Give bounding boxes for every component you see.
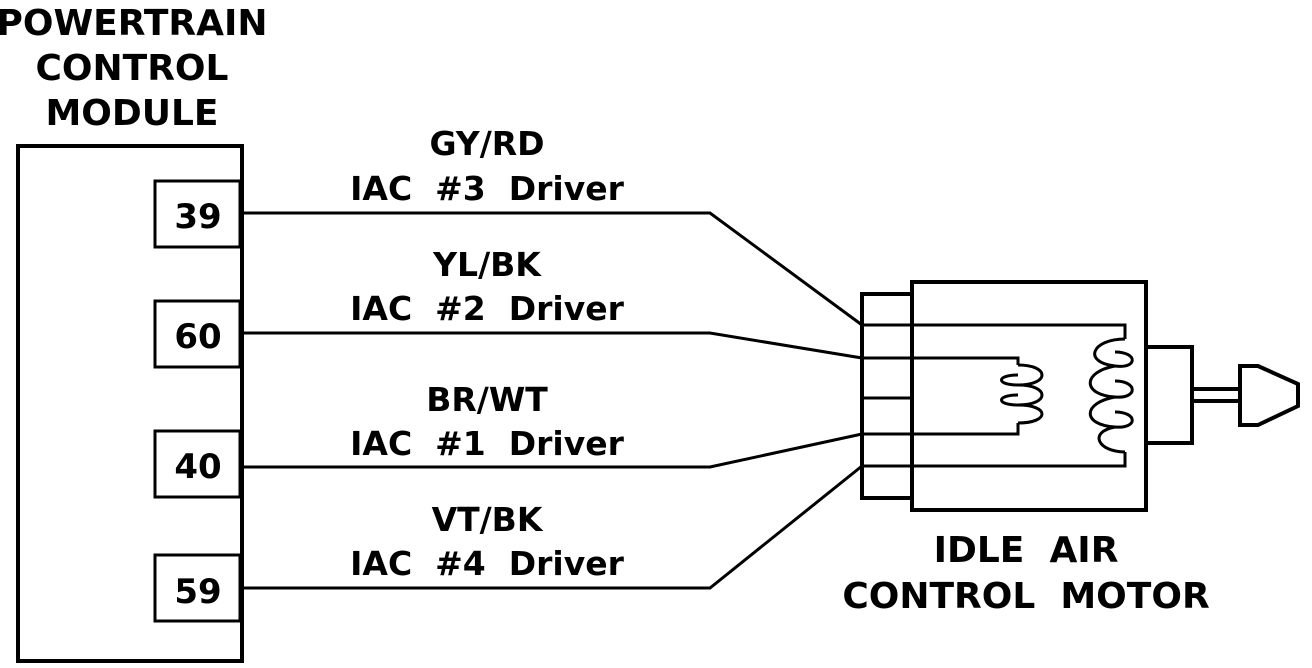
pin-number-59: 59	[174, 572, 221, 612]
wire-function-60: IAC #2 Driver	[350, 289, 624, 328]
motor-label-line-2: CONTROL MOTOR	[842, 576, 1209, 617]
wire-40	[242, 432, 863, 469]
wire-function-59: IAC #4 Driver	[350, 544, 624, 583]
coil-icon	[1088, 337, 1134, 454]
motor-label-line-1: IDLE AIR	[934, 530, 1119, 571]
wire-function-40: IAC #1 Driver	[350, 424, 624, 463]
pin-number-39: 39	[174, 197, 221, 237]
pcm-title-line-1: POWERTRAIN	[0, 3, 268, 44]
wire-color-40: BR/WT	[426, 380, 548, 419]
pcm-title-line-2: CONTROL	[36, 48, 229, 89]
pcm-box	[16, 144, 244, 663]
pin-40: 40	[153, 429, 242, 499]
pintle-icon	[1238, 364, 1300, 427]
pcm-title-line-3: MODULE	[45, 93, 218, 134]
wire-39	[242, 211, 863, 327]
wire-59	[242, 464, 863, 590]
pin-59: 59	[153, 553, 242, 623]
wire-60	[242, 331, 863, 360]
pin-39: 39	[153, 179, 242, 249]
idle-air-control-motor	[860, 280, 1300, 512]
motor-shaft-housing	[1144, 345, 1194, 445]
pin-60: 60	[153, 299, 242, 369]
coil-icon	[1000, 363, 1044, 425]
pin-number-40: 40	[174, 447, 221, 487]
wire-color-60: YL/BK	[432, 245, 542, 284]
wire-function-39: IAC #3 Driver	[350, 169, 624, 208]
pin-number-60: 60	[174, 317, 221, 357]
wire-color-59: VT/BK	[432, 500, 544, 539]
wire-color-39: GY/RD	[429, 124, 544, 163]
